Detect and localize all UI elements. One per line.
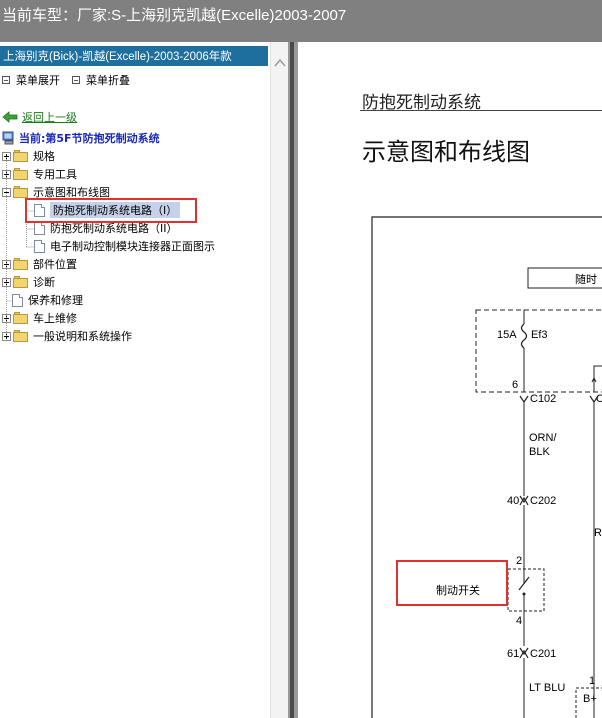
window-title-bar: 当前车型：厂家:S-上海别克凯越(Excelle)2003-2007	[0, 0, 602, 42]
collapse-menu-label: 菜单折叠	[86, 74, 130, 87]
tree-item-label: 一般说明和系统操作	[33, 330, 132, 343]
pane-splitter[interactable]	[288, 42, 298, 718]
page-title: 示意图和布线图	[362, 138, 530, 166]
current-section-label: 当前:第5F节防抱死制动系统	[19, 132, 160, 145]
fuse-rating: 15A	[497, 329, 517, 341]
b-plus-label: B+	[583, 693, 597, 705]
heading-rule	[360, 110, 602, 111]
folder-icon	[13, 168, 29, 180]
wire-color-partial: R	[594, 527, 602, 539]
document-icon	[34, 239, 45, 253]
wire-color-1: ORN/	[529, 432, 557, 444]
folder-icon	[13, 186, 29, 198]
switch-contact	[518, 576, 530, 591]
tree-item-label: 防抱死制动系统电路（I）	[50, 202, 181, 218]
green-arrow-left-icon	[2, 111, 18, 123]
tree-connector-lines	[6, 157, 34, 337]
wire-color-2: BLK	[529, 446, 550, 458]
tree-item-label: 专用工具	[33, 168, 77, 181]
sidebar-scrollbar[interactable]	[270, 42, 288, 718]
expand-menu-button[interactable]: 菜单展开	[2, 72, 60, 88]
tree-item-label: 规格	[33, 150, 55, 163]
fuse-name: Ef3	[531, 329, 548, 341]
wiring-diagram: 随时 15A Ef3 6 C102 C ORN/ BLK 40 C202 R 2	[371, 216, 602, 718]
connector-c201: C201	[530, 648, 556, 660]
square-icon	[72, 76, 80, 84]
folder-icon	[13, 258, 29, 270]
fuse-symbol	[520, 323, 528, 349]
current-section: 当前:第5F节防抱死制动系统	[2, 130, 160, 146]
folder-icon	[13, 312, 29, 324]
pin-40: 40	[507, 495, 519, 507]
computer-icon	[2, 131, 14, 145]
chevron-up-icon[interactable]	[274, 58, 286, 68]
tree-item-label: 防抱死制动系统电路（II）	[50, 222, 178, 235]
folder-icon	[13, 150, 29, 162]
section-heading: 防抱死制动系统	[362, 93, 481, 113]
pin-6: 6	[512, 379, 518, 391]
hot-at-label: 随时	[575, 272, 597, 286]
brake-switch-label: 制动开关	[436, 583, 480, 597]
tree-item-label: 部件位置	[33, 258, 77, 271]
document-icon	[12, 293, 23, 307]
tree-item-abs-circuit-1[interactable]: 防抱死制动系统电路（I）	[34, 202, 181, 218]
pin-4: 4	[516, 615, 522, 627]
wire-color-3: LT BLU	[529, 682, 565, 694]
document-view: 防抱死制动系统 示意图和布线图 随时 15A Ef3 6 C102 C ORN/…	[298, 42, 602, 718]
folder-icon	[13, 330, 29, 342]
vehicle-header: 上海别克(Bick)-凯越(Excelle)-2003-2006年款	[0, 46, 268, 66]
tree-item-label: 车上维修	[33, 312, 77, 325]
pin-2: 2	[516, 555, 522, 567]
highlight-box	[396, 560, 508, 606]
back-link[interactable]: 返回上一级	[2, 109, 77, 125]
tree-item-label: 电子制动控制模块连接器正面图示	[50, 240, 215, 253]
pin-61: 61	[507, 648, 519, 660]
highlight-box	[25, 198, 197, 223]
brake-switch-outline	[507, 568, 545, 612]
tree-item-label: 保养和修理	[28, 294, 83, 307]
square-icon	[2, 76, 10, 84]
folder-icon	[13, 276, 29, 288]
fuse-block-outline	[475, 309, 602, 393]
connector-c102-partial: C	[596, 393, 602, 405]
tree-item-spec[interactable]: 规格	[2, 148, 55, 164]
tree-item-label: 示意图和布线图	[33, 186, 110, 199]
hot-at-box	[527, 267, 602, 289]
window-title: 当前车型：厂家:S-上海别克凯越(Excelle)2003-2007	[2, 7, 347, 24]
connector-c102: C102	[530, 393, 556, 405]
diagram-frame	[371, 216, 602, 718]
document-icon	[34, 203, 45, 217]
expand-menu-label: 菜单展开	[16, 74, 60, 87]
tree-item-ebcm-connector[interactable]: 电子制动控制模块连接器正面图示	[34, 238, 215, 254]
pin-1: 1	[589, 675, 595, 687]
connector-c202: C202	[530, 495, 556, 507]
connector-symbol	[519, 395, 529, 404]
back-link-label: 返回上一级	[22, 111, 77, 124]
collapse-menu-button[interactable]: 菜单折叠	[72, 72, 130, 88]
tree-item-label: 诊断	[33, 276, 55, 289]
sidebar: 上海别克(Bick)-凯越(Excelle)-2003-2006年款 菜单展开 …	[0, 42, 288, 718]
tree-item-maintenance[interactable]: 保养和修理	[12, 292, 83, 308]
